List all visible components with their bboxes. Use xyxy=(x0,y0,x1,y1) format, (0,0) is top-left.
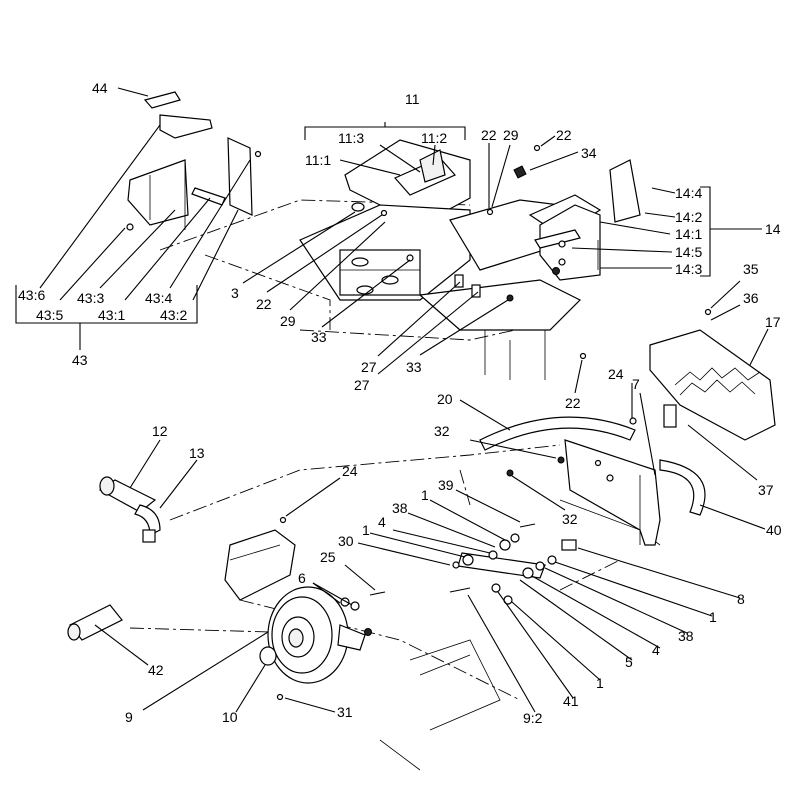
callout-35: 35 xyxy=(743,261,759,277)
part-20-rod xyxy=(479,416,636,451)
hardware-stack xyxy=(340,523,577,611)
callout-36: 36 xyxy=(743,290,759,306)
callout-25: 25 xyxy=(320,549,336,565)
callout-42: 42 xyxy=(148,662,164,678)
callout-43-3: 43:3 xyxy=(77,290,104,306)
callout-38: 38 xyxy=(392,500,408,516)
part-14-bracket xyxy=(534,159,641,281)
leader-lines xyxy=(15,87,769,713)
callout-4: 4 xyxy=(652,642,660,658)
callout-11: 11 xyxy=(405,91,420,107)
callout-34: 34 xyxy=(581,145,597,161)
lower-left-frame xyxy=(224,529,296,601)
callout-9-2: 9:2 xyxy=(523,710,543,726)
part-11-shield xyxy=(344,139,471,226)
callout-22: 22 xyxy=(556,127,572,143)
part-42-handle xyxy=(67,604,123,641)
callout-11-2: 11:2 xyxy=(421,130,447,146)
callout-1: 1 xyxy=(709,609,717,625)
callout-43: 43 xyxy=(72,352,88,368)
callout-39: 39 xyxy=(438,477,454,493)
callout-38: 38 xyxy=(678,628,694,644)
callout-14-3: 14:3 xyxy=(675,261,702,277)
fasteners xyxy=(276,144,712,701)
callout-29: 29 xyxy=(503,127,519,143)
callout-14-4: 14:4 xyxy=(675,185,702,201)
callout-14-5: 14:5 xyxy=(675,244,702,260)
callout-29: 29 xyxy=(280,313,296,329)
callout-14: 14 xyxy=(765,221,781,237)
callout-12: 12 xyxy=(152,423,168,439)
callout-43-4: 43:4 xyxy=(145,290,172,306)
callout-37: 37 xyxy=(758,482,774,498)
part-40-rod xyxy=(659,459,706,516)
callout-13: 13 xyxy=(189,445,205,461)
callout-5: 5 xyxy=(625,654,633,670)
callout-32: 32 xyxy=(434,423,450,439)
callout-31: 31 xyxy=(337,704,353,720)
callout-27: 27 xyxy=(361,359,377,375)
part-44-plate xyxy=(143,91,181,109)
callout-43-1: 43:1 xyxy=(98,307,125,323)
callout-20: 20 xyxy=(437,391,453,407)
callout-1: 1 xyxy=(596,675,604,691)
callout-33: 33 xyxy=(406,359,422,375)
part-9-clutch xyxy=(267,586,372,684)
callout-40: 40 xyxy=(766,522,782,538)
callout-4: 4 xyxy=(378,514,386,530)
callout-27: 27 xyxy=(354,377,370,393)
callout-11-1: 11:1 xyxy=(305,152,331,168)
part-12-tube xyxy=(98,476,157,513)
callout-22: 22 xyxy=(481,127,497,143)
part-13-elbow xyxy=(134,504,161,543)
part-10-bushing xyxy=(259,646,277,666)
callout-22: 22 xyxy=(256,296,272,312)
callout-33: 33 xyxy=(311,329,327,345)
callout-24: 24 xyxy=(342,463,358,479)
part-43-bracket xyxy=(126,114,262,231)
callout-3: 3 xyxy=(231,285,239,301)
callout-43-2: 43:2 xyxy=(160,307,187,323)
callout-30: 30 xyxy=(338,533,354,549)
part-34-clip xyxy=(513,165,527,179)
callout-6: 6 xyxy=(298,570,306,586)
callout-1: 1 xyxy=(362,522,370,538)
callout-9: 9 xyxy=(125,709,133,725)
callout-24: 24 xyxy=(608,366,624,382)
callout-32: 32 xyxy=(562,511,578,527)
callout-44: 44 xyxy=(92,80,108,96)
callout-1: 1 xyxy=(421,487,429,503)
part-7-bracket xyxy=(564,439,661,546)
callout-41: 41 xyxy=(563,693,579,709)
callout-14-2: 14:2 xyxy=(675,209,702,225)
callout-43-6: 43:6 xyxy=(18,287,45,303)
callout-7: 7 xyxy=(632,376,640,392)
callout-11-3: 11:3 xyxy=(338,130,364,146)
callout-22: 22 xyxy=(565,395,581,411)
callout-10: 10 xyxy=(222,709,238,725)
part-17-cover xyxy=(649,329,776,441)
callout-labels: 44 11 11:3 11:2 11:1 22 29 22 34 14:4 14… xyxy=(18,80,782,726)
callout-17: 17 xyxy=(765,314,781,330)
callout-43-5: 43:5 xyxy=(36,307,63,323)
callout-14-1: 14:1 xyxy=(675,226,702,242)
callout-8: 8 xyxy=(737,591,745,607)
